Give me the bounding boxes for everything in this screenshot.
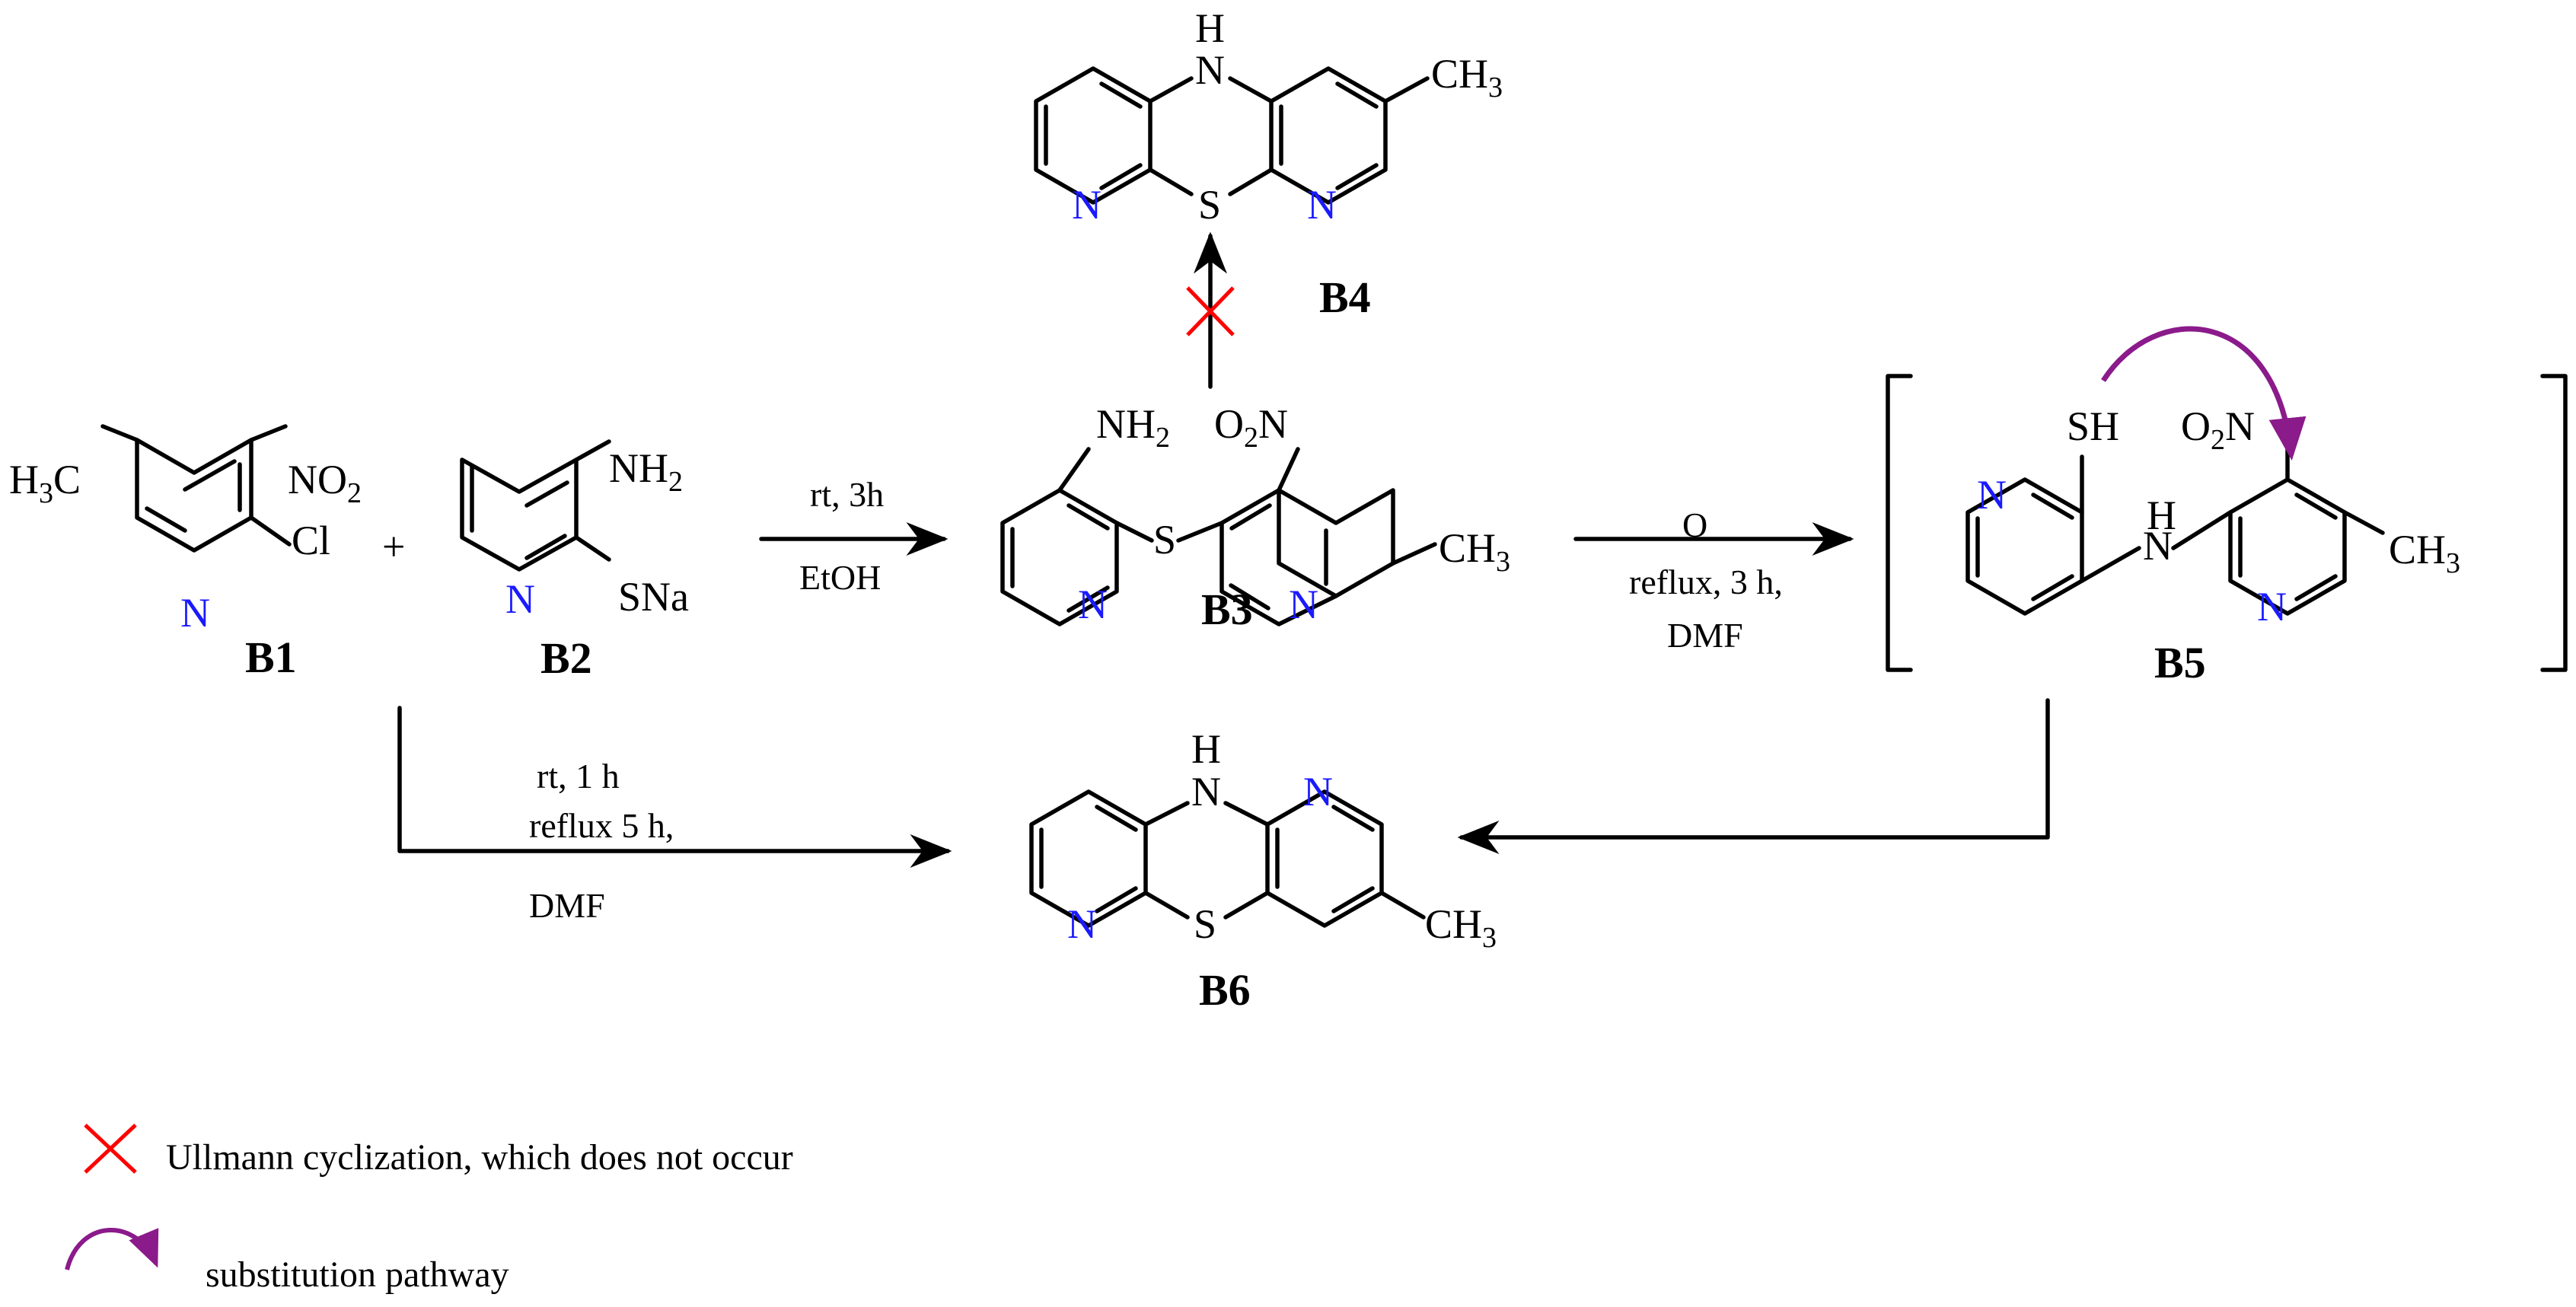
condition-b6-line1: rt, 1 h — [537, 757, 620, 795]
b4-methyl-group: CH3 — [1431, 51, 1503, 104]
b3-amino-group: NH2 — [1096, 401, 1170, 454]
b6-label: B6 — [1199, 965, 1251, 1015]
b5-label: B5 — [2154, 638, 2206, 687]
b6-nh-hydrogen: H — [1191, 726, 1221, 772]
b4-ring-nitrogen-1: N — [1072, 182, 1101, 228]
b6-ring-nitrogen-2: N — [1303, 769, 1333, 814]
b5-nitro-group: O2N — [2181, 403, 2255, 456]
b5-ring-nitrogen-1: N — [1977, 472, 2007, 518]
condition-b6-line3: DMF — [529, 886, 605, 925]
b6-ring-nitrogen-1: N — [1067, 901, 1097, 947]
b3-methyl-group: CH3 — [1439, 525, 1510, 578]
condition-b5-line3: DMF — [1667, 616, 1743, 655]
b1-label: B1 — [245, 633, 297, 682]
b2-thiolate-group: SNa — [618, 574, 689, 620]
legend-text-substitution: substitution pathway — [206, 1254, 509, 1295]
b5-methyl-group: CH3 — [2389, 527, 2460, 579]
b6-sulfur: S — [1194, 901, 1216, 947]
arrow-b1-to-b6 — [397, 706, 952, 868]
b3-label: B3 — [1201, 585, 1253, 634]
arrow-b5-to-b6 — [1457, 698, 2050, 854]
b3-ring-nitrogen-1: N — [1078, 582, 1108, 627]
b2-amino-group: NH2 — [609, 445, 683, 498]
b4-nh-nitrogen: N — [1195, 47, 1225, 93]
curved-arrow-icon — [65, 1228, 159, 1270]
b2-ring-nitrogen: N — [505, 576, 535, 622]
right-bracket — [2540, 374, 2568, 672]
plus-sign: + — [382, 524, 405, 569]
b3-sulfur-bridge: S — [1153, 517, 1176, 563]
compound-b1: H3C NO2 Cl N B1 — [9, 424, 362, 682]
b3-ring-nitrogen-2: N — [1289, 582, 1318, 627]
b6-nh-nitrogen: N — [1191, 769, 1221, 814]
b1-nitro-group: NO2 — [288, 457, 362, 509]
compound-b3: NH2 O2N S CH3 N N B3 — [1000, 401, 1510, 634]
condition-b3-line1: rt, 3h — [810, 475, 884, 514]
condition-b3-line2: EtOH — [799, 558, 881, 597]
red-cross-icon — [1186, 286, 1235, 336]
b1-ring-nitrogen: N — [180, 590, 210, 636]
compound-b5: SH O2N H N CH3 N N B5 — [1965, 326, 2460, 687]
condition-b5-line1: O — [1682, 505, 1707, 544]
compound-b4: H N S CH3 N N B4 — [1034, 5, 1503, 322]
compound-b6: H N S CH3 N N B6 — [1029, 726, 1497, 1015]
b4-ring-nitrogen-2: N — [1307, 182, 1337, 228]
b1-methyl-group: H3C — [9, 457, 81, 509]
b4-sulfur: S — [1198, 182, 1221, 228]
red-cross-icon — [84, 1124, 137, 1174]
b5-nh-nitrogen: N — [2143, 523, 2173, 569]
legend-text-ullmann: Ullmann cyclization, which does not occu… — [166, 1137, 793, 1178]
b3-nitro-group: O2N — [1214, 401, 1288, 454]
left-bracket — [1886, 374, 1913, 672]
b4-label: B4 — [1319, 273, 1371, 322]
b6-methyl-group: CH3 — [1425, 901, 1497, 954]
condition-b5-line2: reflux, 3 h, — [1629, 563, 1783, 601]
b5-thiol-group: SH — [2067, 403, 2119, 449]
b1-chloro-atom: Cl — [292, 518, 330, 563]
b5-ring-nitrogen-2: N — [2257, 584, 2287, 630]
b2-label: B2 — [540, 633, 592, 683]
condition-b6-line2: reflux 5 h, — [529, 806, 674, 845]
legend: Ullmann cyclization, which does not occu… — [65, 1124, 793, 1295]
b5-substitution-arc — [2101, 326, 2307, 461]
compound-b2: NH2 SNa N B2 — [460, 439, 689, 683]
b4-nh-hydrogen: H — [1195, 5, 1225, 51]
b5-nh-hydrogen: H — [2147, 493, 2176, 538]
